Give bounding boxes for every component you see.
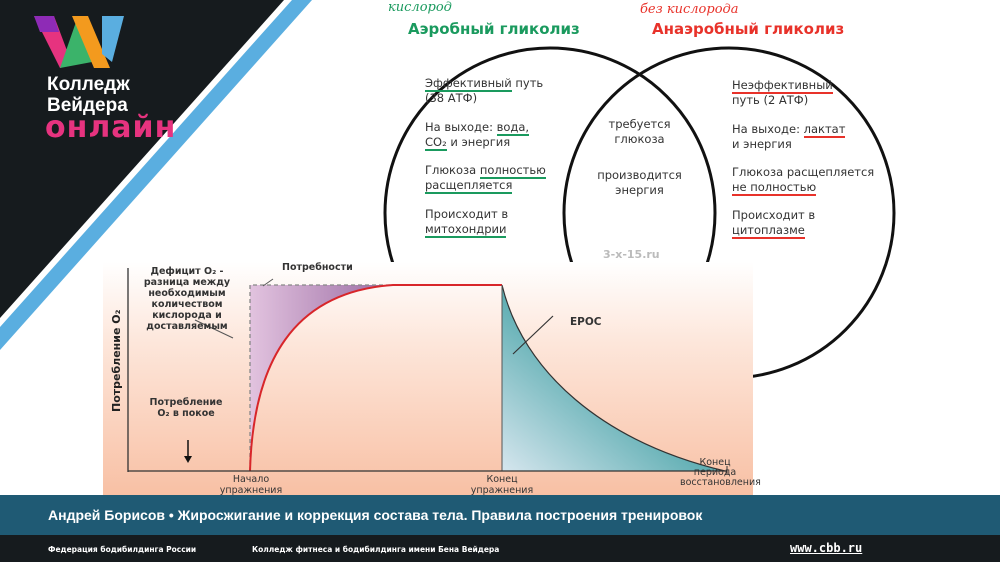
x-label-end-exercise: Конец упражнения bbox=[470, 474, 534, 496]
dark-corner bbox=[0, 0, 284, 318]
demand-label: Потребности bbox=[282, 262, 353, 273]
logo-text: Колледж Вейдера bbox=[47, 74, 130, 116]
epoc-label: EPOC bbox=[570, 316, 602, 328]
org-federation: Федерация бодибилдинга России bbox=[48, 545, 197, 554]
footer-bar: Федерация бодибилдинга России Колледж фи… bbox=[0, 535, 1000, 562]
y-axis-label: Потребление O₂ bbox=[110, 309, 123, 412]
logo-mark bbox=[34, 16, 124, 68]
lecture-title: Андрей Борисов • Жиросжигание и коррекци… bbox=[48, 507, 703, 523]
venn-title-right: Анаэробный гликолиз bbox=[652, 20, 845, 38]
org-college: Колледж фитнеса и бодибилдинга имени Бен… bbox=[252, 545, 500, 554]
consumption-curve bbox=[249, 284, 502, 472]
logo-online: онлайн bbox=[45, 110, 177, 145]
logo-line1: Колледж bbox=[47, 74, 130, 95]
lecture-title-bar: Андрей Борисов • Жиросжигание и коррекци… bbox=[0, 495, 1000, 535]
venn-title-left: Аэробный гликолиз bbox=[408, 20, 580, 38]
rest-label: Потребление O₂ в покое bbox=[149, 397, 223, 419]
deficit-label: Дефицит O₂ - разница между необходимым к… bbox=[143, 266, 231, 332]
website-link[interactable]: www.cbb.ru bbox=[790, 541, 863, 555]
demand-line bbox=[249, 284, 393, 471]
blue-stripe bbox=[0, 0, 312, 350]
venn-center-item-1: требуется глюкоза bbox=[608, 117, 671, 146]
venn-left-item-1: Эффективный путь(38 АТФ) bbox=[425, 76, 544, 105]
epoc-area bbox=[502, 285, 725, 471]
logo-line2: Вейдера bbox=[47, 95, 128, 116]
oxygen-deficit-area bbox=[250, 285, 393, 471]
deficit-pointer bbox=[194, 319, 234, 339]
handwritten-annotation-right: без кислорода bbox=[640, 2, 739, 17]
watermark: 3-x-15.ru bbox=[603, 248, 660, 261]
epoc-pointer bbox=[512, 315, 554, 355]
venn-left-item-2: На выходе: вода,CO₂ и энергия bbox=[425, 120, 530, 151]
oxygen-consumption-graph: Потребление O₂ bbox=[103, 262, 753, 496]
venn-center-item-2: производится энергия bbox=[597, 168, 682, 197]
rest-arrow-head bbox=[184, 456, 192, 463]
demand-pointer bbox=[262, 278, 274, 287]
handwritten-annotation-left: кислород bbox=[388, 0, 452, 15]
x-label-start: Начало упражнения bbox=[219, 474, 283, 496]
x-label-end-recovery: Конец периода восстановления bbox=[680, 457, 761, 488]
recovery-curve bbox=[501, 284, 726, 472]
